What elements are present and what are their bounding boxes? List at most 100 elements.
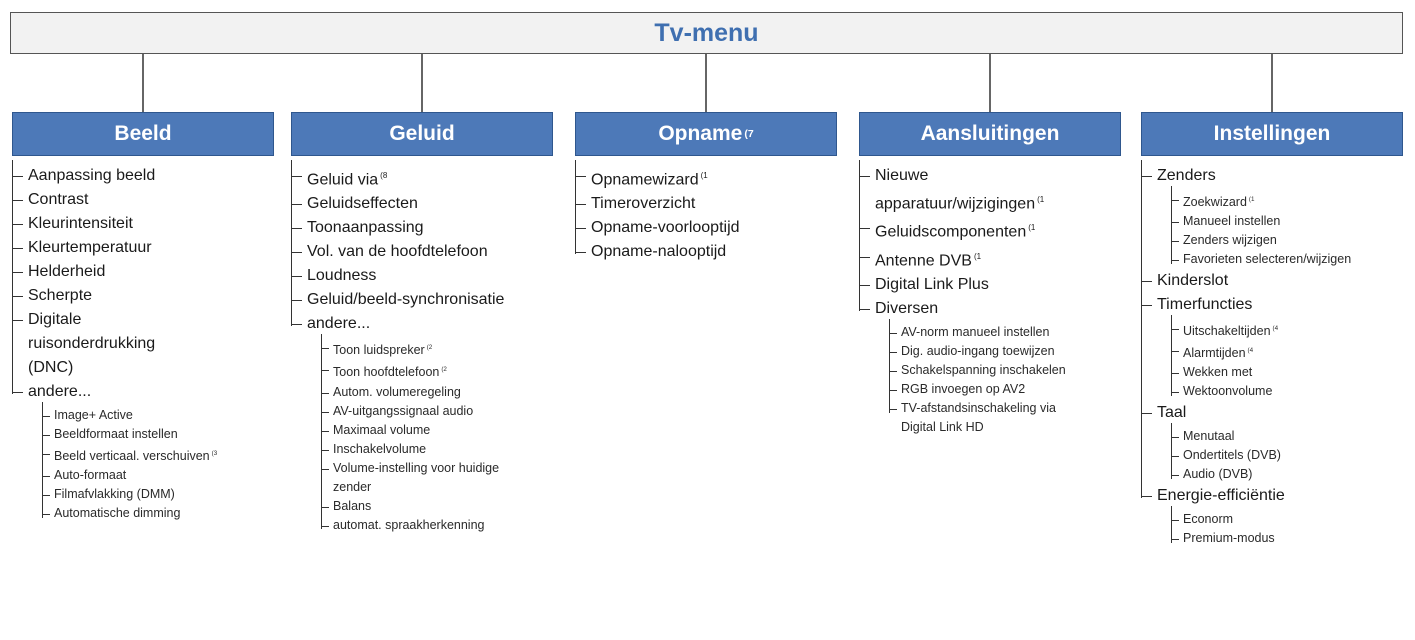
item-label: Wekken met (1183, 365, 1253, 380)
submenu-item-toon-luidspreker: Toon luidspreker(2 (321, 338, 553, 360)
menu-item-opnamewizard: Opnamewizard(1 (575, 164, 837, 192)
item-label: Contrast (28, 191, 89, 208)
item-label: TV-afstandsinschakeling via Digital Link… (901, 400, 1056, 434)
footnote-marker: (1 (973, 251, 982, 261)
item-label: Toonaanpassing (307, 219, 424, 237)
item-label: Scherpte (28, 287, 93, 304)
submenu-item-wektoonvolume: Wektoonvolume (1171, 382, 1403, 401)
item-label: Zenders (1157, 167, 1216, 184)
submenu-item-uitschakeltijden: Uitschakeltijden(4 (1171, 319, 1403, 341)
item-label: automat. spraakherkenning (333, 517, 485, 532)
menu-item-energie-effici-ntie: Energie-efficiëntie (1141, 484, 1403, 508)
submenu-item-automat-spraakherkenning: automat. spraakherkenning (321, 516, 553, 535)
menu-item-opname-nalooptijd: Opname-nalooptijd (575, 240, 837, 264)
submenu-item-volume-instelling-voor-huidige-zender: Volume-instelling voor huidige zender (321, 459, 503, 497)
footnote-marker: (8 (380, 171, 388, 180)
submenu-tree-line (1171, 506, 1172, 544)
tv-menu-header: Tv-menu (10, 12, 1403, 54)
menu-item-kleurtemperatuur: Kleurtemperatuur (12, 236, 274, 260)
item-label: RGB invoegen op AV2 (901, 381, 1026, 396)
submenu-tree-line (1171, 423, 1172, 480)
menu-item-digitale-ruisonderdrukking-dnc: Digitale ruisonderdrukking (DNC) (12, 308, 198, 380)
menu-item-geluidscomponenten: Geluidscomponenten(1 (859, 216, 1121, 244)
item-label: andere... (307, 315, 371, 333)
item-label: Diversen (875, 299, 939, 317)
column-header-aansluitingen: Aansluitingen (859, 112, 1121, 156)
menu-item-timeroverzicht: Timeroverzicht (575, 192, 837, 216)
submenu-item-premium-modus: Premium-modus (1171, 529, 1403, 548)
item-label: Opname-nalooptijd (591, 243, 727, 261)
tree-line (575, 160, 576, 254)
submenu-item-wekken-met: Wekken met (1171, 363, 1403, 382)
item-label: Digitale ruisonderdrukking (DNC) (28, 311, 156, 376)
item-label: Wektoonvolume (1183, 384, 1273, 399)
menu-item-loudness: Loudness (291, 264, 553, 288)
submenu-item-tv-afstandsinschakeling-via-digital-link-hd: TV-afstandsinschakeling via Digital Link… (889, 399, 1081, 437)
submenu-item-av-uitgangssignaal-audio: AV-uitgangssignaal audio (321, 402, 553, 421)
footnote-marker: (2 (426, 344, 433, 352)
item-label: Uitschakeltijden (1183, 324, 1271, 339)
item-label: Automatische dimming (54, 506, 181, 521)
footnote-marker: (1 (1028, 223, 1036, 233)
submenu-item-auto-formaat: Auto-formaat (42, 466, 274, 485)
item-label: Vol. van de hoofdtelefoon (307, 243, 488, 261)
footnote-marker: (1 (1248, 196, 1255, 203)
item-label: Opnamewizard (591, 171, 699, 189)
item-label: Digital Link Plus (875, 275, 989, 293)
submenu-item-av-norm-manueel-instellen: AV-norm manueel instellen (889, 323, 1121, 342)
submenu-item-zenders-wijzigen: Zenders wijzigen (1171, 231, 1403, 250)
submenu-item-autom-volumeregeling: Autom. volumeregeling (321, 383, 553, 402)
submenu-item-maximaal-volume: Maximaal volume (321, 421, 553, 440)
item-label: Menutaal (1183, 429, 1235, 444)
menu-item-opname-voorlooptijd: Opname-voorlooptijd (575, 216, 837, 240)
item-label: Dig. audio-ingang toewijzen (901, 343, 1055, 358)
item-label: Zoekwizard (1183, 195, 1247, 210)
menu-item-kinderslot: Kinderslot (1141, 269, 1403, 293)
item-label: Antenne DVB (875, 251, 972, 269)
menu-item-antenne-dvb: Antenne DVB(1 (859, 245, 1121, 273)
item-label: Auto-formaat (54, 468, 127, 483)
item-label: Audio (DVB) (1183, 467, 1253, 482)
submenu-item-rgb-invoegen-op-av2: RGB invoegen op AV2 (889, 380, 1121, 399)
item-label: Aanpassing beeld (28, 167, 156, 184)
menu-item-taal: Taal (1141, 401, 1403, 425)
column-title: Geluid (389, 122, 455, 145)
item-label: Favorieten selecteren/wijzigen (1183, 252, 1352, 267)
tree-line (291, 160, 292, 326)
submenu-tree-line (1171, 315, 1172, 397)
submenu-item-zoekwizard: Zoekwizard(1 (1171, 190, 1403, 212)
menu-item-geluidseffecten: Geluidseffecten (291, 192, 553, 216)
submenu-item-filmafvlakking-dmm: Filmafvlakking (DMM) (42, 485, 274, 504)
menu-item-aanpassing-beeld: Aanpassing beeld (12, 164, 274, 188)
submenu-item-favorieten-selecteren-wijzigen: Favorieten selecteren/wijzigen (1171, 250, 1403, 269)
submenu-item-alarmtijden: Alarmtijden(4 (1171, 341, 1403, 363)
item-label: Inschakelvolume (333, 441, 427, 456)
item-label: Geluidscomponenten (875, 223, 1027, 241)
submenu-item-audio-dvb: Audio (DVB) (1171, 465, 1403, 484)
submenu-item-manueel-instellen: Manueel instellen (1171, 212, 1403, 231)
item-label: Maximaal volume (333, 422, 431, 437)
item-label: Toon hoofdtelefoon (333, 365, 440, 380)
submenu-item-dig-audio-ingang-toewijzen: Dig. audio-ingang toewijzen (889, 342, 1121, 361)
submenu-item-automatische-dimming: Automatische dimming (42, 504, 274, 523)
tree-line (12, 160, 13, 394)
item-label: Timeroverzicht (591, 195, 696, 213)
menu-item-scherpte: Scherpte (12, 284, 274, 308)
item-label: Schakelspanning inschakelen (901, 362, 1066, 377)
submenu-item-econorm: Econorm (1171, 510, 1403, 529)
item-label: Geluid/beeld-synchronisatie (307, 291, 505, 309)
item-label: andere... (28, 383, 92, 400)
column-header-instellingen: Instellingen (1141, 112, 1403, 156)
item-label: Volume-instelling voor huidige zender (333, 460, 500, 494)
item-label: Nieuwe apparatuur/wijzigingen (875, 167, 1036, 213)
footnote-marker: (4 (1272, 325, 1279, 333)
submenu-item-image-active: Image+ Active (42, 406, 274, 425)
